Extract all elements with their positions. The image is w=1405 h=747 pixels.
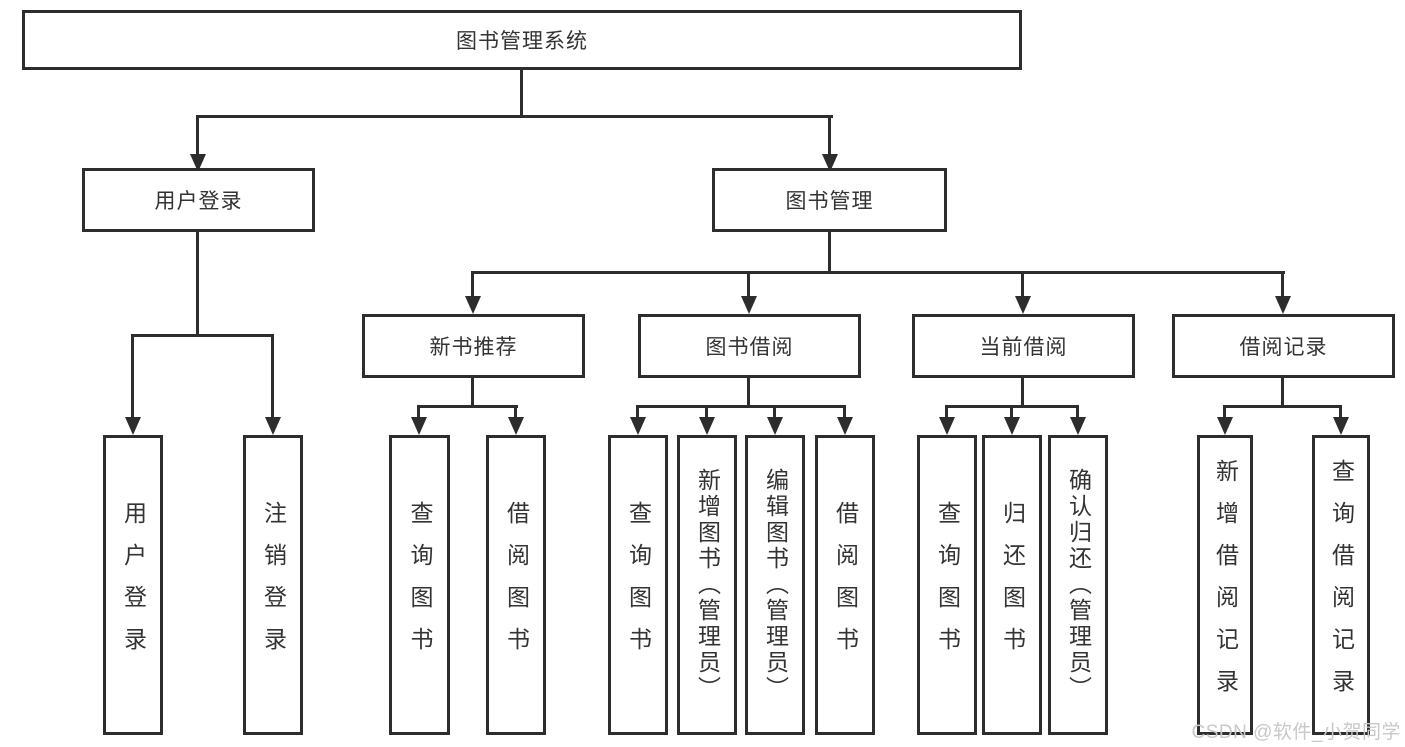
connector-vline bbox=[1076, 405, 1079, 419]
arrow-down-icon bbox=[508, 417, 524, 435]
connector-hline bbox=[471, 271, 1285, 274]
node-book-borrow: 图书借阅 bbox=[638, 314, 861, 378]
arrow-down-icon bbox=[699, 417, 715, 435]
connector-vline bbox=[514, 405, 517, 419]
connector-vline bbox=[636, 405, 639, 419]
leaf-borrow-edit-books-admin: 编辑图书（管理员） bbox=[745, 435, 805, 735]
connector-vline bbox=[945, 405, 948, 419]
connector-vline bbox=[1021, 271, 1024, 298]
leaf-user-login: 用户登录 bbox=[103, 435, 163, 735]
leaf-records-add-record-label: 新增借阅记录 bbox=[1212, 459, 1239, 711]
connector-vline bbox=[843, 405, 846, 419]
leaf-records-query-record: 查询借阅记录 bbox=[1312, 435, 1370, 735]
connector-vline bbox=[471, 378, 474, 407]
arrow-down-icon bbox=[190, 154, 206, 172]
arrow-down-icon bbox=[411, 417, 427, 435]
connector-hline bbox=[131, 334, 274, 337]
node-borrow-records-label: 借阅记录 bbox=[1239, 336, 1328, 359]
connector-vline bbox=[196, 232, 199, 337]
connector-vline bbox=[131, 334, 134, 419]
node-new-book-recommend-label: 新书推荐 bbox=[429, 336, 518, 359]
connector-vline bbox=[1281, 378, 1284, 407]
csdn-watermark: CSDN @软件_小贺同学 bbox=[1191, 722, 1401, 743]
connector-vline bbox=[1021, 378, 1024, 407]
arrow-down-icon bbox=[1333, 417, 1349, 435]
arrow-down-icon bbox=[767, 417, 783, 435]
leaf-current-confirm-return-admin-label: 确认归还（管理员） bbox=[1065, 468, 1092, 702]
arrow-down-icon bbox=[1070, 417, 1086, 435]
leaf-current-return-books: 归还图书 bbox=[982, 435, 1042, 735]
leaf-records-add-record: 新增借阅记录 bbox=[1197, 435, 1253, 735]
arrow-down-icon bbox=[125, 417, 141, 435]
leaf-borrow-query-books: 查询图书 bbox=[608, 435, 668, 735]
connector-vline bbox=[196, 115, 199, 157]
arrow-down-icon bbox=[630, 417, 646, 435]
arrow-down-icon bbox=[939, 417, 955, 435]
leaf-records-query-record-label: 查询借阅记录 bbox=[1328, 459, 1355, 711]
arrow-down-icon bbox=[1217, 417, 1233, 435]
leaf-current-query-books: 查询图书 bbox=[917, 435, 977, 735]
connector-vline bbox=[828, 115, 831, 157]
arrow-down-icon bbox=[741, 296, 757, 314]
connector-hline bbox=[196, 115, 833, 118]
leaf-recommend-query-books: 查询图书 bbox=[389, 435, 450, 735]
node-root: 图书管理系统 bbox=[22, 10, 1022, 70]
leaf-current-confirm-return-admin: 确认归还（管理员） bbox=[1048, 435, 1108, 735]
leaf-borrow-query-books-label: 查询图书 bbox=[625, 501, 652, 669]
leaf-user-login-label: 用户登录 bbox=[120, 501, 147, 669]
node-current-borrow-label: 当前借阅 bbox=[979, 336, 1068, 359]
leaf-logout-label: 注销登录 bbox=[260, 501, 287, 669]
connector-vline bbox=[1010, 405, 1013, 419]
connector-vline bbox=[747, 271, 750, 298]
leaf-borrow-borrow-books-label: 借阅图书 bbox=[832, 501, 859, 669]
leaf-current-return-books-label: 归还图书 bbox=[999, 501, 1026, 669]
node-user-login-label: 用户登录 bbox=[154, 190, 243, 213]
leaf-borrow-edit-books-admin-label: 编辑图书（管理员） bbox=[762, 468, 789, 702]
node-root-label: 图书管理系统 bbox=[456, 30, 588, 53]
node-book-borrow-label: 图书借阅 bbox=[705, 336, 794, 359]
leaf-borrow-add-books-admin-label: 新增图书（管理员） bbox=[694, 468, 721, 702]
arrow-down-icon bbox=[1275, 296, 1291, 314]
connector-vline bbox=[471, 271, 474, 298]
connector-vline bbox=[1223, 405, 1226, 419]
node-current-borrow: 当前借阅 bbox=[912, 314, 1135, 378]
connector-vline bbox=[747, 378, 750, 407]
connector-vline bbox=[417, 405, 420, 419]
leaf-recommend-borrow-books: 借阅图书 bbox=[486, 435, 546, 735]
leaf-recommend-query-books-label: 查询图书 bbox=[407, 501, 433, 669]
node-book-management: 图书管理 bbox=[712, 168, 947, 232]
connector-vline bbox=[1339, 405, 1342, 419]
leaf-recommend-borrow-books-label: 借阅图书 bbox=[503, 501, 530, 669]
arrow-down-icon bbox=[822, 154, 838, 172]
connector-vline bbox=[705, 405, 708, 419]
connector-vline bbox=[1281, 271, 1284, 298]
connector-hline bbox=[1223, 405, 1342, 408]
node-new-book-recommend: 新书推荐 bbox=[362, 314, 585, 378]
arrow-down-icon bbox=[837, 417, 853, 435]
leaf-borrow-borrow-books: 借阅图书 bbox=[815, 435, 875, 735]
connector-vline bbox=[271, 334, 274, 419]
leaf-borrow-add-books-admin: 新增图书（管理员） bbox=[677, 435, 737, 735]
connector-vline bbox=[828, 232, 831, 274]
arrow-down-icon bbox=[265, 417, 281, 435]
connector-hline bbox=[417, 405, 518, 408]
connector-vline bbox=[520, 70, 523, 117]
arrow-down-icon bbox=[1004, 417, 1020, 435]
node-user-login: 用户登录 bbox=[82, 168, 315, 232]
node-book-management-label: 图书管理 bbox=[785, 190, 874, 213]
arrow-down-icon bbox=[465, 296, 481, 314]
connector-vline bbox=[773, 405, 776, 419]
node-borrow-records: 借阅记录 bbox=[1172, 314, 1395, 378]
leaf-current-query-books-label: 查询图书 bbox=[934, 501, 961, 669]
leaf-logout: 注销登录 bbox=[243, 435, 303, 735]
arrow-down-icon bbox=[1015, 296, 1031, 314]
connector-hline bbox=[636, 405, 846, 408]
